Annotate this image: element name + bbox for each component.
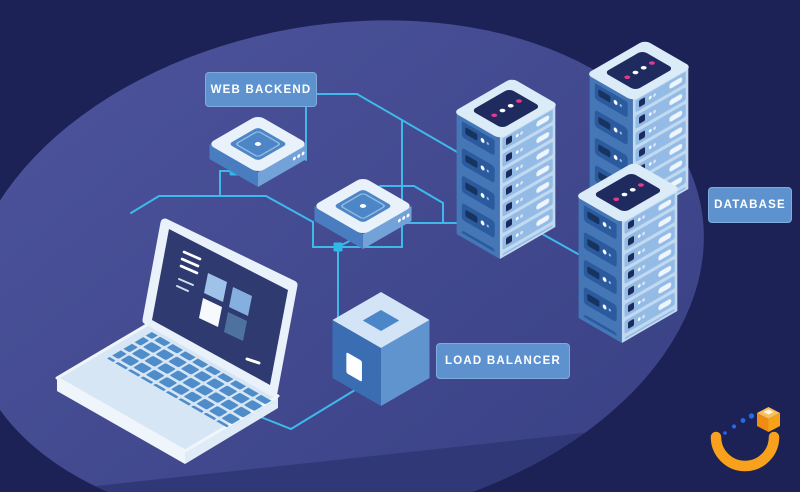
circuit-node-icon — [333, 242, 343, 252]
menu-icon — [179, 250, 202, 275]
logo-smile-icon — [710, 431, 780, 472]
server-rack-1-icon — [453, 78, 559, 259]
database-label: DATABASE — [708, 187, 792, 223]
logo-dots-icon — [723, 413, 755, 435]
load-balancer-icon — [332, 292, 430, 406]
circuit-lines — [130, 93, 579, 431]
brand-logo — [710, 407, 780, 472]
load-balancer-label: LOAD BALANCER — [436, 343, 570, 379]
web-backend-label: WEB BACKEND — [205, 72, 317, 107]
text-lines-icon — [176, 278, 194, 292]
logo-package-icon — [757, 407, 780, 432]
screen-dash-icon — [245, 357, 261, 365]
server-rack-3-icon — [575, 162, 681, 343]
laptop-icon — [55, 218, 298, 464]
keyboard-icon — [107, 332, 274, 429]
app-tiles-icon — [199, 273, 252, 341]
